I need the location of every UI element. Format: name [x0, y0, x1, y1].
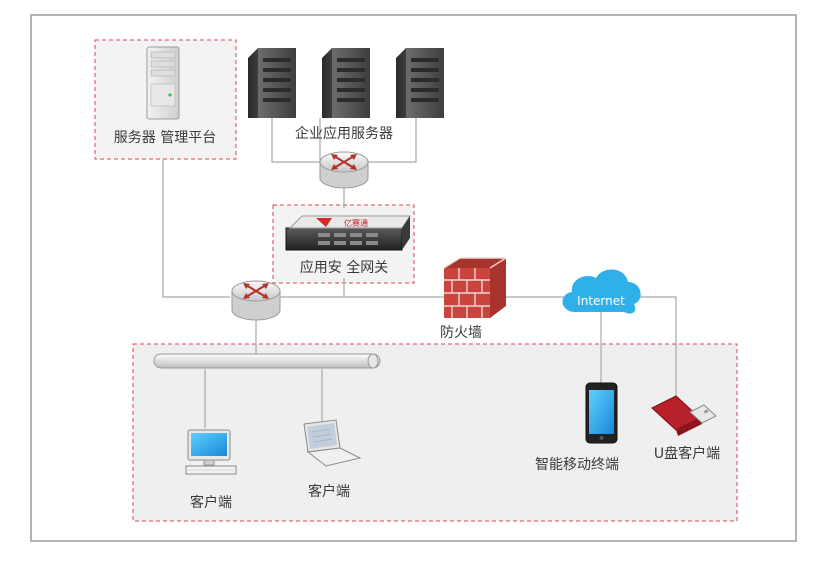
firewall-label: 防火墙 [440, 325, 482, 341]
enterprise-servers-label: 企业应用服务器 [295, 125, 393, 142]
outer-frame [30, 14, 797, 542]
gateway-brand-text: 亿赛通 [344, 218, 368, 228]
router-icon [319, 151, 369, 189]
server-rack-icon [396, 48, 444, 118]
usb-key-icon [651, 395, 717, 436]
firewall-brick-icon [443, 257, 507, 318]
server-rack-icon [248, 48, 296, 118]
laptop-icon [303, 419, 362, 467]
usb-client-label: U盘客户端 [654, 445, 720, 462]
desktop-computer-icon [185, 429, 237, 475]
internet-label: Internet [577, 294, 625, 308]
router-icon [231, 280, 281, 321]
desktop-client-label: 客户端 [190, 494, 232, 511]
bus-pipe [153, 353, 381, 369]
smartphone-icon [585, 382, 618, 444]
connection-lines [162, 118, 677, 428]
cloud-icon [562, 269, 641, 314]
mgmt-platform-label: 服务器 管理平台 [114, 130, 216, 146]
laptop-client-label: 客户端 [308, 483, 350, 500]
gateway-label: 应用安 全网关 [300, 259, 388, 276]
server-rack-icon [322, 48, 370, 118]
gateway-appliance-icon: 亿赛通 [285, 215, 411, 251]
server-tower-icon [146, 46, 180, 120]
mobile-terminal-label: 智能移动终端 [535, 457, 619, 473]
client-area [132, 343, 738, 522]
